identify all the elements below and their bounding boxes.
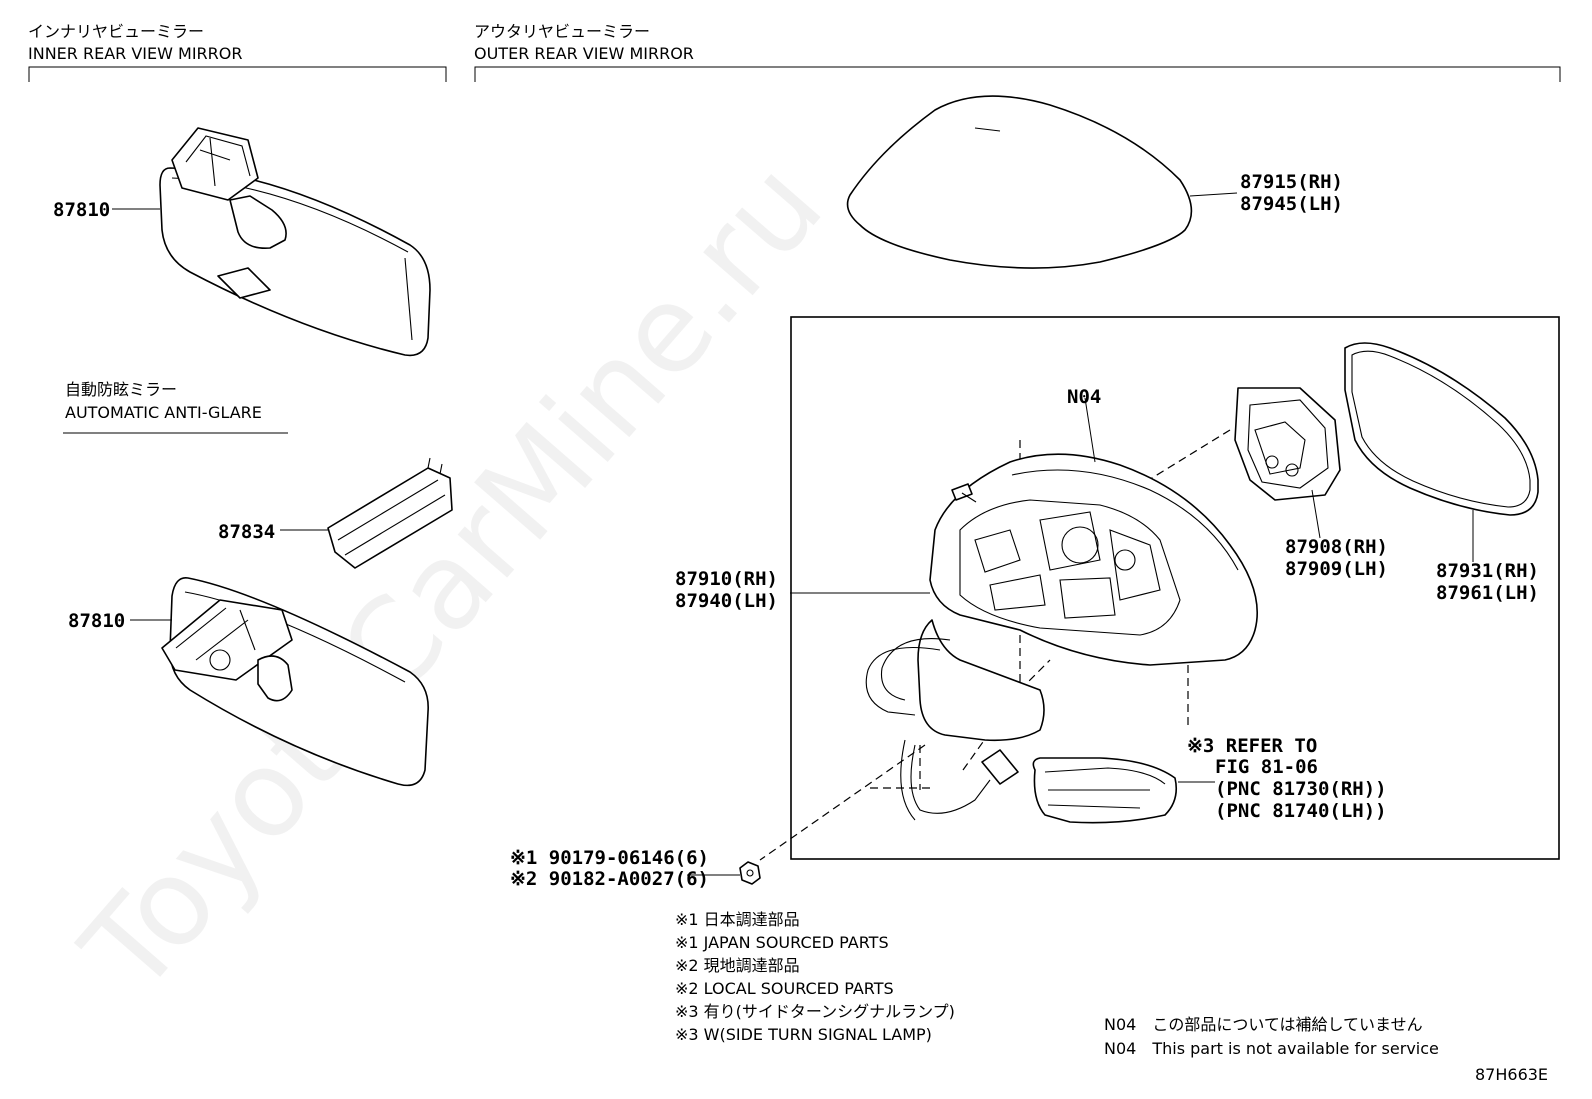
label-87945-lh: 87945(LH): [1240, 193, 1343, 215]
figure-code: 87H663E: [1475, 1065, 1548, 1084]
label-87834: 87834: [218, 521, 275, 543]
outer-mirror-body: [865, 453, 1258, 821]
label-87915-rh: 87915(RH): [1240, 171, 1343, 193]
inner-mirror-title-en: INNER REAR VIEW MIRROR: [28, 44, 243, 63]
label-87810-top: 87810: [53, 199, 110, 221]
label-87940-lh: 87940(LH): [675, 590, 778, 612]
outer-mirror-assembly-frame: [790, 316, 1560, 860]
outer-mirror-cover: [846, 95, 1193, 269]
label-87910-rh: 87910(RH): [675, 568, 778, 590]
nut-part: [739, 861, 761, 885]
side-turn-signal-lamp: [1032, 757, 1178, 824]
label-nut-90179: ※1 90179-06146(6): [510, 847, 709, 869]
note-1-en: ※1 JAPAN SOURCED PARTS: [675, 933, 889, 952]
note-3-jp: ※3 有り(サイドターンシグナルランプ): [675, 1002, 955, 1021]
mirror-cover-87834: [327, 457, 453, 569]
leader-87915: [1189, 192, 1238, 197]
note-3-en: ※3 W(SIDE TURN SIGNAL LAMP): [675, 1025, 932, 1044]
note-n04-en: N04 This part is not available for servi…: [1104, 1039, 1439, 1058]
label-87931-rh: 87931(RH): [1436, 560, 1539, 582]
label-87810-bottom: 87810: [68, 610, 125, 632]
label-n04: N04: [1067, 386, 1101, 408]
outer-mirror-title-jp: アウタリヤビューミラー: [474, 22, 650, 41]
label-fig-81-06: FIG 81-06: [1215, 756, 1318, 778]
mirror-actuator: [1234, 387, 1341, 501]
inner-mirror-title-jp: インナリヤビューミラー: [28, 22, 204, 41]
inner-mirror-87810-top: [159, 127, 431, 357]
outer-section-bracket: [474, 66, 1561, 82]
label-87961-lh: 87961(LH): [1436, 582, 1539, 604]
mirror-glass: [1344, 342, 1539, 516]
label-nut-90182: ※2 90182-A0027(6): [510, 868, 709, 890]
note-2-jp: ※2 現地調達部品: [675, 956, 800, 975]
leader-n04: [1084, 397, 1096, 463]
label-87908-rh: 87908(RH): [1285, 536, 1388, 558]
label-pnc-81730: (PNC 81730(RH)): [1215, 778, 1387, 800]
anti-glare-title-jp: 自動防眩ミラー: [65, 380, 177, 399]
assembly-line-nut: [759, 744, 926, 861]
label-refer-to: ※3 REFER TO: [1187, 735, 1317, 757]
leader-87908: [1311, 489, 1321, 539]
note-2-en: ※2 LOCAL SOURCED PARTS: [675, 979, 894, 998]
note-1-jp: ※1 日本調達部品: [675, 910, 800, 929]
label-pnc-81740: (PNC 81740(LH)): [1215, 800, 1387, 822]
anti-glare-title-en: AUTOMATIC ANTI-GLARE: [65, 403, 262, 422]
inner-mirror-87810-bottom: [161, 577, 429, 787]
outer-mirror-title-en: OUTER REAR VIEW MIRROR: [474, 44, 694, 63]
label-87909-lh: 87909(LH): [1285, 558, 1388, 580]
inner-section-bracket: [28, 66, 447, 82]
note-n04-jp: N04 この部品については補給していません: [1104, 1015, 1423, 1034]
